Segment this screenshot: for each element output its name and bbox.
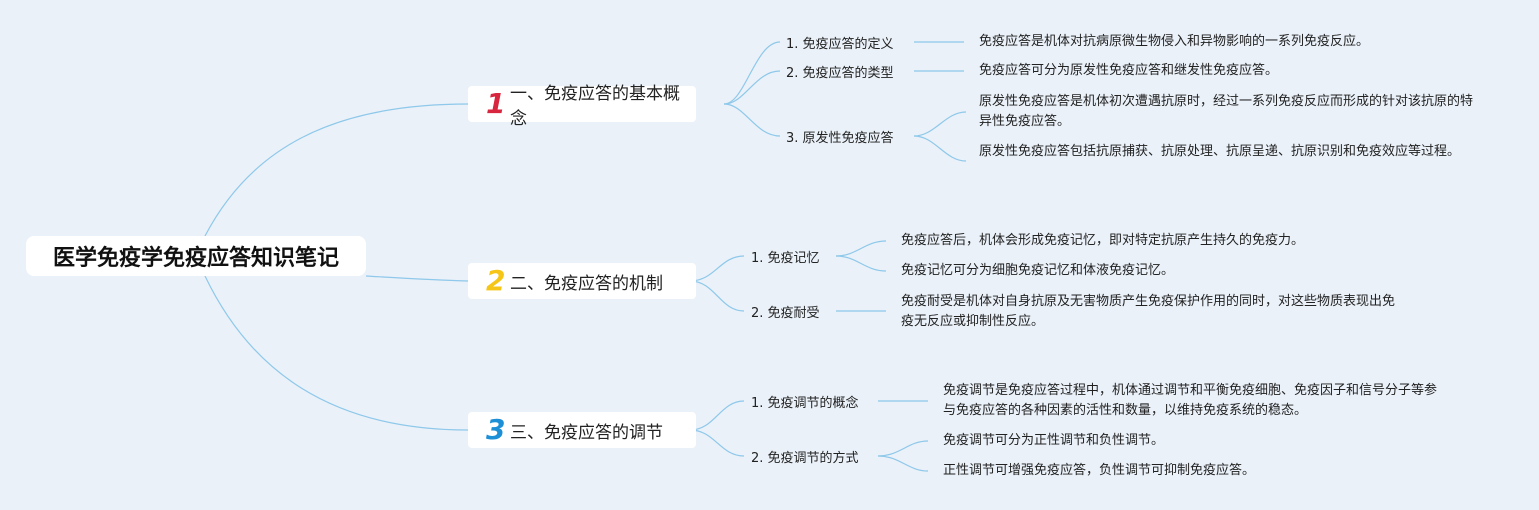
leaf-node-2-1-2: 免疫记忆可分为细胞免疫记忆和体液免疫记忆。 [901,263,1175,278]
leaf-node-1-3-1: 原发性免疫应答是机体初次遭遇抗原时，经过一系列免疫反应而形成的针对该抗原的特异性… [979,94,1474,129]
link-b1-s3 [723,103,781,137]
root-label: 医学免疫学免疫应答知识笔记 [52,246,339,271]
leaf-node-3-2-1: 免疫调节可分为正性调节和负性调节。 [943,433,1165,448]
root-node[interactable]: 医学免疫学免疫应答知识笔记 [26,236,366,276]
link-b1-s3-leaf2 [913,135,967,162]
link-root-branch-2 [365,275,469,282]
branch-number-2: 2 [486,264,506,297]
branch-label-3: 三、免疫应答的调节 [510,422,663,443]
branch-number-1: 1 [486,87,506,120]
sub-node-1-3[interactable]: 3. 原发性免疫应答 [786,131,894,146]
leaf-node-2-1-1: 免疫应答后，机体会形成免疫记忆，即对特定抗原产生持久的免疫力。 [901,233,1305,248]
link-root-branch-3 [204,275,469,431]
leaf-node-1-2-1: 免疫应答可分为原发性免疫应答和继发性免疫应答。 [979,63,1279,78]
link-b2-s1-leaf1 [835,240,887,257]
link-b2-s1-leaf2 [835,255,887,272]
link-b3-s2 [689,429,745,457]
link-b2-s2 [689,280,745,312]
sub-node-2-2[interactable]: 2. 免疫耐受 [751,306,820,321]
link-b3-s1 [689,400,745,431]
branch-label-1: 一、免疫应答的基本概念 [510,84,680,129]
link-root-branch-1 [204,103,469,237]
link-b1-s1 [723,41,781,105]
branch-node-1[interactable]: 1 一、免疫应答的基本概念 [468,84,696,129]
link-b2-s1 [689,255,745,282]
leaf-node-3-2-2: 正性调节可增强免疫应答，负性调节可抑制免疫应答。 [943,463,1256,478]
leaf-node-1-3-2: 原发性免疫应答包括抗原捕获、抗原处理、抗原呈递、抗原识别和免疫效应等过程。 [979,144,1461,159]
sub-node-1-1[interactable]: 1. 免疫应答的定义 [786,37,894,52]
branch-node-2[interactable]: 2 二、免疫应答的机制 [468,263,696,299]
sub-node-3-1[interactable]: 1. 免疫调节的概念 [751,396,859,411]
leaf-node-2-2-1: 免疫耐受是机体对自身抗原及无害物质产生免疫保护作用的同时，对这些物质表现出免疫无… [901,294,1396,329]
leaf-node-3-1-1: 免疫调节是免疫应答过程中，机体通过调节和平衡免疫细胞、免疫因子和信号分子等参与免… [943,383,1438,418]
sub-node-1-2[interactable]: 2. 免疫应答的类型 [786,66,894,81]
branch-label-2: 二、免疫应答的机制 [510,273,663,294]
branch-node-3[interactable]: 3 三、免疫应答的调节 [468,412,696,448]
link-b1-s3-leaf1 [913,111,967,137]
link-b3-s2-leaf1 [877,440,929,457]
link-b1-s2 [723,70,781,105]
sub-node-3-2[interactable]: 2. 免疫调节的方式 [751,451,859,466]
leaf-node-1-1-1: 免疫应答是机体对抗病原微生物侵入和异物影响的一系列免疫反应。 [979,34,1370,49]
sub-node-2-1[interactable]: 1. 免疫记忆 [751,251,820,266]
link-b3-s2-leaf2 [877,455,929,472]
branch-number-3: 3 [486,413,506,446]
